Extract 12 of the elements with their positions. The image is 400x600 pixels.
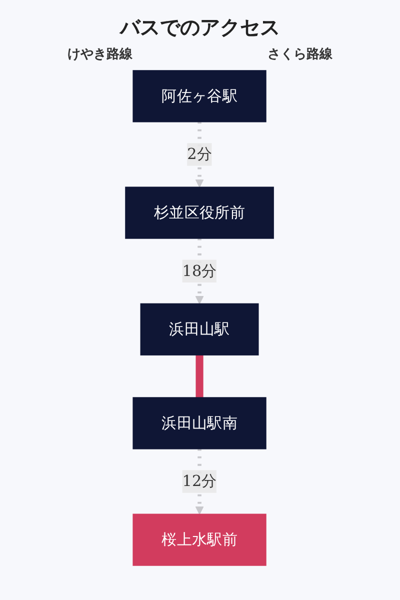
edge-label: 2分 xyxy=(188,144,212,164)
route-label: けやき路線 xyxy=(68,46,132,63)
connector xyxy=(196,354,204,398)
node-box: 浜田山駅南 xyxy=(133,397,267,450)
node-box: 桜上水駅前 xyxy=(133,514,267,566)
title: バスでのアクセス xyxy=(118,14,281,41)
node-box: 阿佐ヶ谷駅 xyxy=(133,70,267,122)
node-box: 杉並区役所前 xyxy=(126,186,274,239)
route-label: さくら路線 xyxy=(268,46,332,63)
edge-label: 12分 xyxy=(182,472,218,490)
edge-label: 18分 xyxy=(182,262,218,280)
node-box: 浜田山駅 xyxy=(140,303,260,356)
